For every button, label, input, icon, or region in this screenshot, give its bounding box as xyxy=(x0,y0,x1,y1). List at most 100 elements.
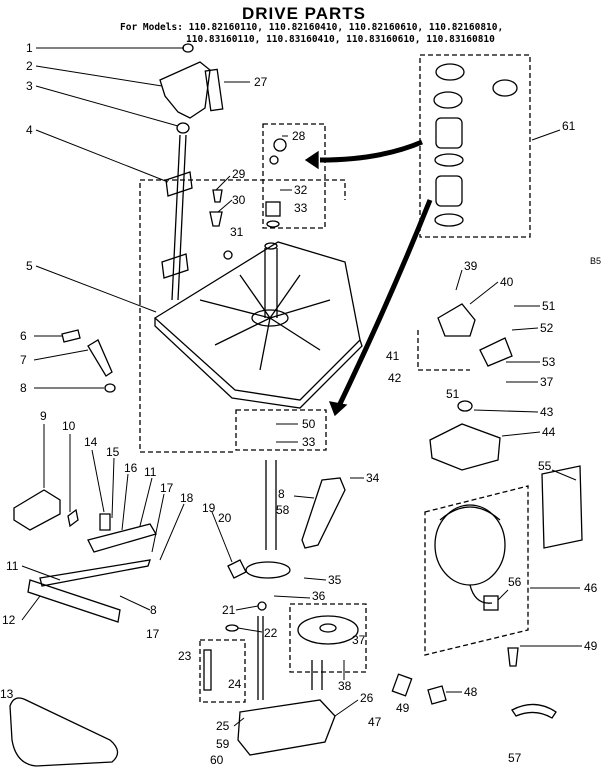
belt-13 xyxy=(9,697,119,767)
screw-10 xyxy=(67,508,79,528)
callout-49b: 49 xyxy=(584,639,598,653)
callout-43: 43 xyxy=(540,405,554,419)
part-43 xyxy=(457,400,473,412)
rod-long xyxy=(257,616,264,700)
callout-40: 40 xyxy=(500,275,514,289)
group-box-28-33 xyxy=(262,123,326,229)
leader-18 xyxy=(159,503,185,561)
callout-17b: 17 xyxy=(146,627,160,641)
screw-29 xyxy=(212,189,223,203)
arrow-61-to-group xyxy=(319,139,423,163)
kit-seal-3 xyxy=(433,91,463,109)
callout-8c: 8 xyxy=(278,487,285,501)
leader-43 xyxy=(473,409,539,413)
leader-14 xyxy=(91,449,105,513)
screw-6 xyxy=(61,329,81,343)
callout-34: 34 xyxy=(366,471,380,485)
part-28b xyxy=(269,155,279,165)
callout-16: 16 xyxy=(124,461,138,475)
leader-22 xyxy=(237,627,263,633)
leader-29 xyxy=(215,175,231,191)
callout-35: 35 xyxy=(328,573,342,587)
group-box-5 xyxy=(139,179,346,300)
part-12 xyxy=(27,579,121,623)
callout-29: 29 xyxy=(232,167,246,181)
callout-8: 8 xyxy=(20,381,27,395)
callout-21: 21 xyxy=(222,603,236,617)
clip-4b xyxy=(161,253,189,279)
wire-56 xyxy=(469,584,493,604)
callout-53: 53 xyxy=(542,355,556,369)
callout-39: 39 xyxy=(464,259,478,273)
kit-bearing-2 xyxy=(435,175,463,207)
callout-59: 59 xyxy=(216,737,230,751)
callout-55: 55 xyxy=(538,459,552,473)
clip-4a xyxy=(165,171,193,197)
leader-40 xyxy=(469,281,499,305)
part-11b xyxy=(39,559,151,587)
callout-38: 38 xyxy=(338,679,352,693)
callout-36: 36 xyxy=(312,589,326,603)
callout-3: 3 xyxy=(26,79,33,93)
callout-27: 27 xyxy=(254,75,268,89)
leader-12 xyxy=(21,595,41,621)
part-28 xyxy=(273,138,287,152)
callout-51b: 51 xyxy=(446,387,460,401)
group-box-5-bottom xyxy=(139,300,236,453)
callout-26: 26 xyxy=(360,691,374,705)
callout-10: 10 xyxy=(62,419,76,433)
leader-56 xyxy=(497,589,509,601)
leader-2 xyxy=(35,65,163,87)
washer-31 xyxy=(223,250,233,260)
callout-46: 46 xyxy=(584,581,598,595)
leader-35 xyxy=(303,577,327,581)
callout-19: 19 xyxy=(202,501,216,515)
arrow-61-to-base xyxy=(335,199,433,410)
callout-11: 11 xyxy=(144,465,157,479)
kit-ring-1 xyxy=(434,153,464,167)
callout-33: 33 xyxy=(294,201,308,215)
part-27 xyxy=(204,68,224,112)
bracket-40 xyxy=(437,303,476,337)
callout-48: 48 xyxy=(464,685,478,699)
part-9 xyxy=(13,489,61,531)
leader-5 xyxy=(35,265,157,313)
callout-37b: 37 xyxy=(540,375,554,389)
callout-7: 7 xyxy=(20,353,27,367)
callout-2: 2 xyxy=(26,59,33,73)
kit-bearing-1 xyxy=(435,117,463,149)
callout-44: 44 xyxy=(542,425,556,439)
part-22 xyxy=(225,624,239,632)
leader-36 xyxy=(273,595,311,599)
callout-12: 12 xyxy=(2,613,16,627)
arrow-61-to-base-head xyxy=(328,401,348,417)
callout-4: 4 xyxy=(26,123,33,137)
part-47 xyxy=(391,673,413,697)
part-14 xyxy=(99,513,111,531)
base-plate-edge xyxy=(154,318,363,409)
bracket-2 xyxy=(159,61,211,119)
callout-13: 13 xyxy=(0,687,14,701)
leader-8c xyxy=(293,495,315,499)
callout-33b: 33 xyxy=(302,435,316,449)
side-code: B5 xyxy=(590,256,602,266)
nut-1 xyxy=(182,43,194,53)
motor-body xyxy=(434,504,506,586)
leader-3 xyxy=(35,85,179,127)
callout-9: 9 xyxy=(40,409,47,423)
base-plate xyxy=(153,241,361,401)
arrow-61-to-group-head xyxy=(304,150,319,170)
bracket-52 xyxy=(479,337,513,367)
callout-24: 24 xyxy=(228,677,242,691)
base-hub xyxy=(251,309,289,327)
callout-61: 61 xyxy=(562,119,576,133)
leader-16 xyxy=(121,473,129,531)
leader-11b xyxy=(21,565,61,581)
gearcase-26 xyxy=(237,699,336,756)
part-3 xyxy=(176,122,190,134)
motor-top xyxy=(439,506,501,521)
part-19 xyxy=(227,559,247,579)
callout-28: 28 xyxy=(292,129,306,143)
callout-8b: 8 xyxy=(150,603,157,617)
callout-22: 22 xyxy=(264,626,278,640)
